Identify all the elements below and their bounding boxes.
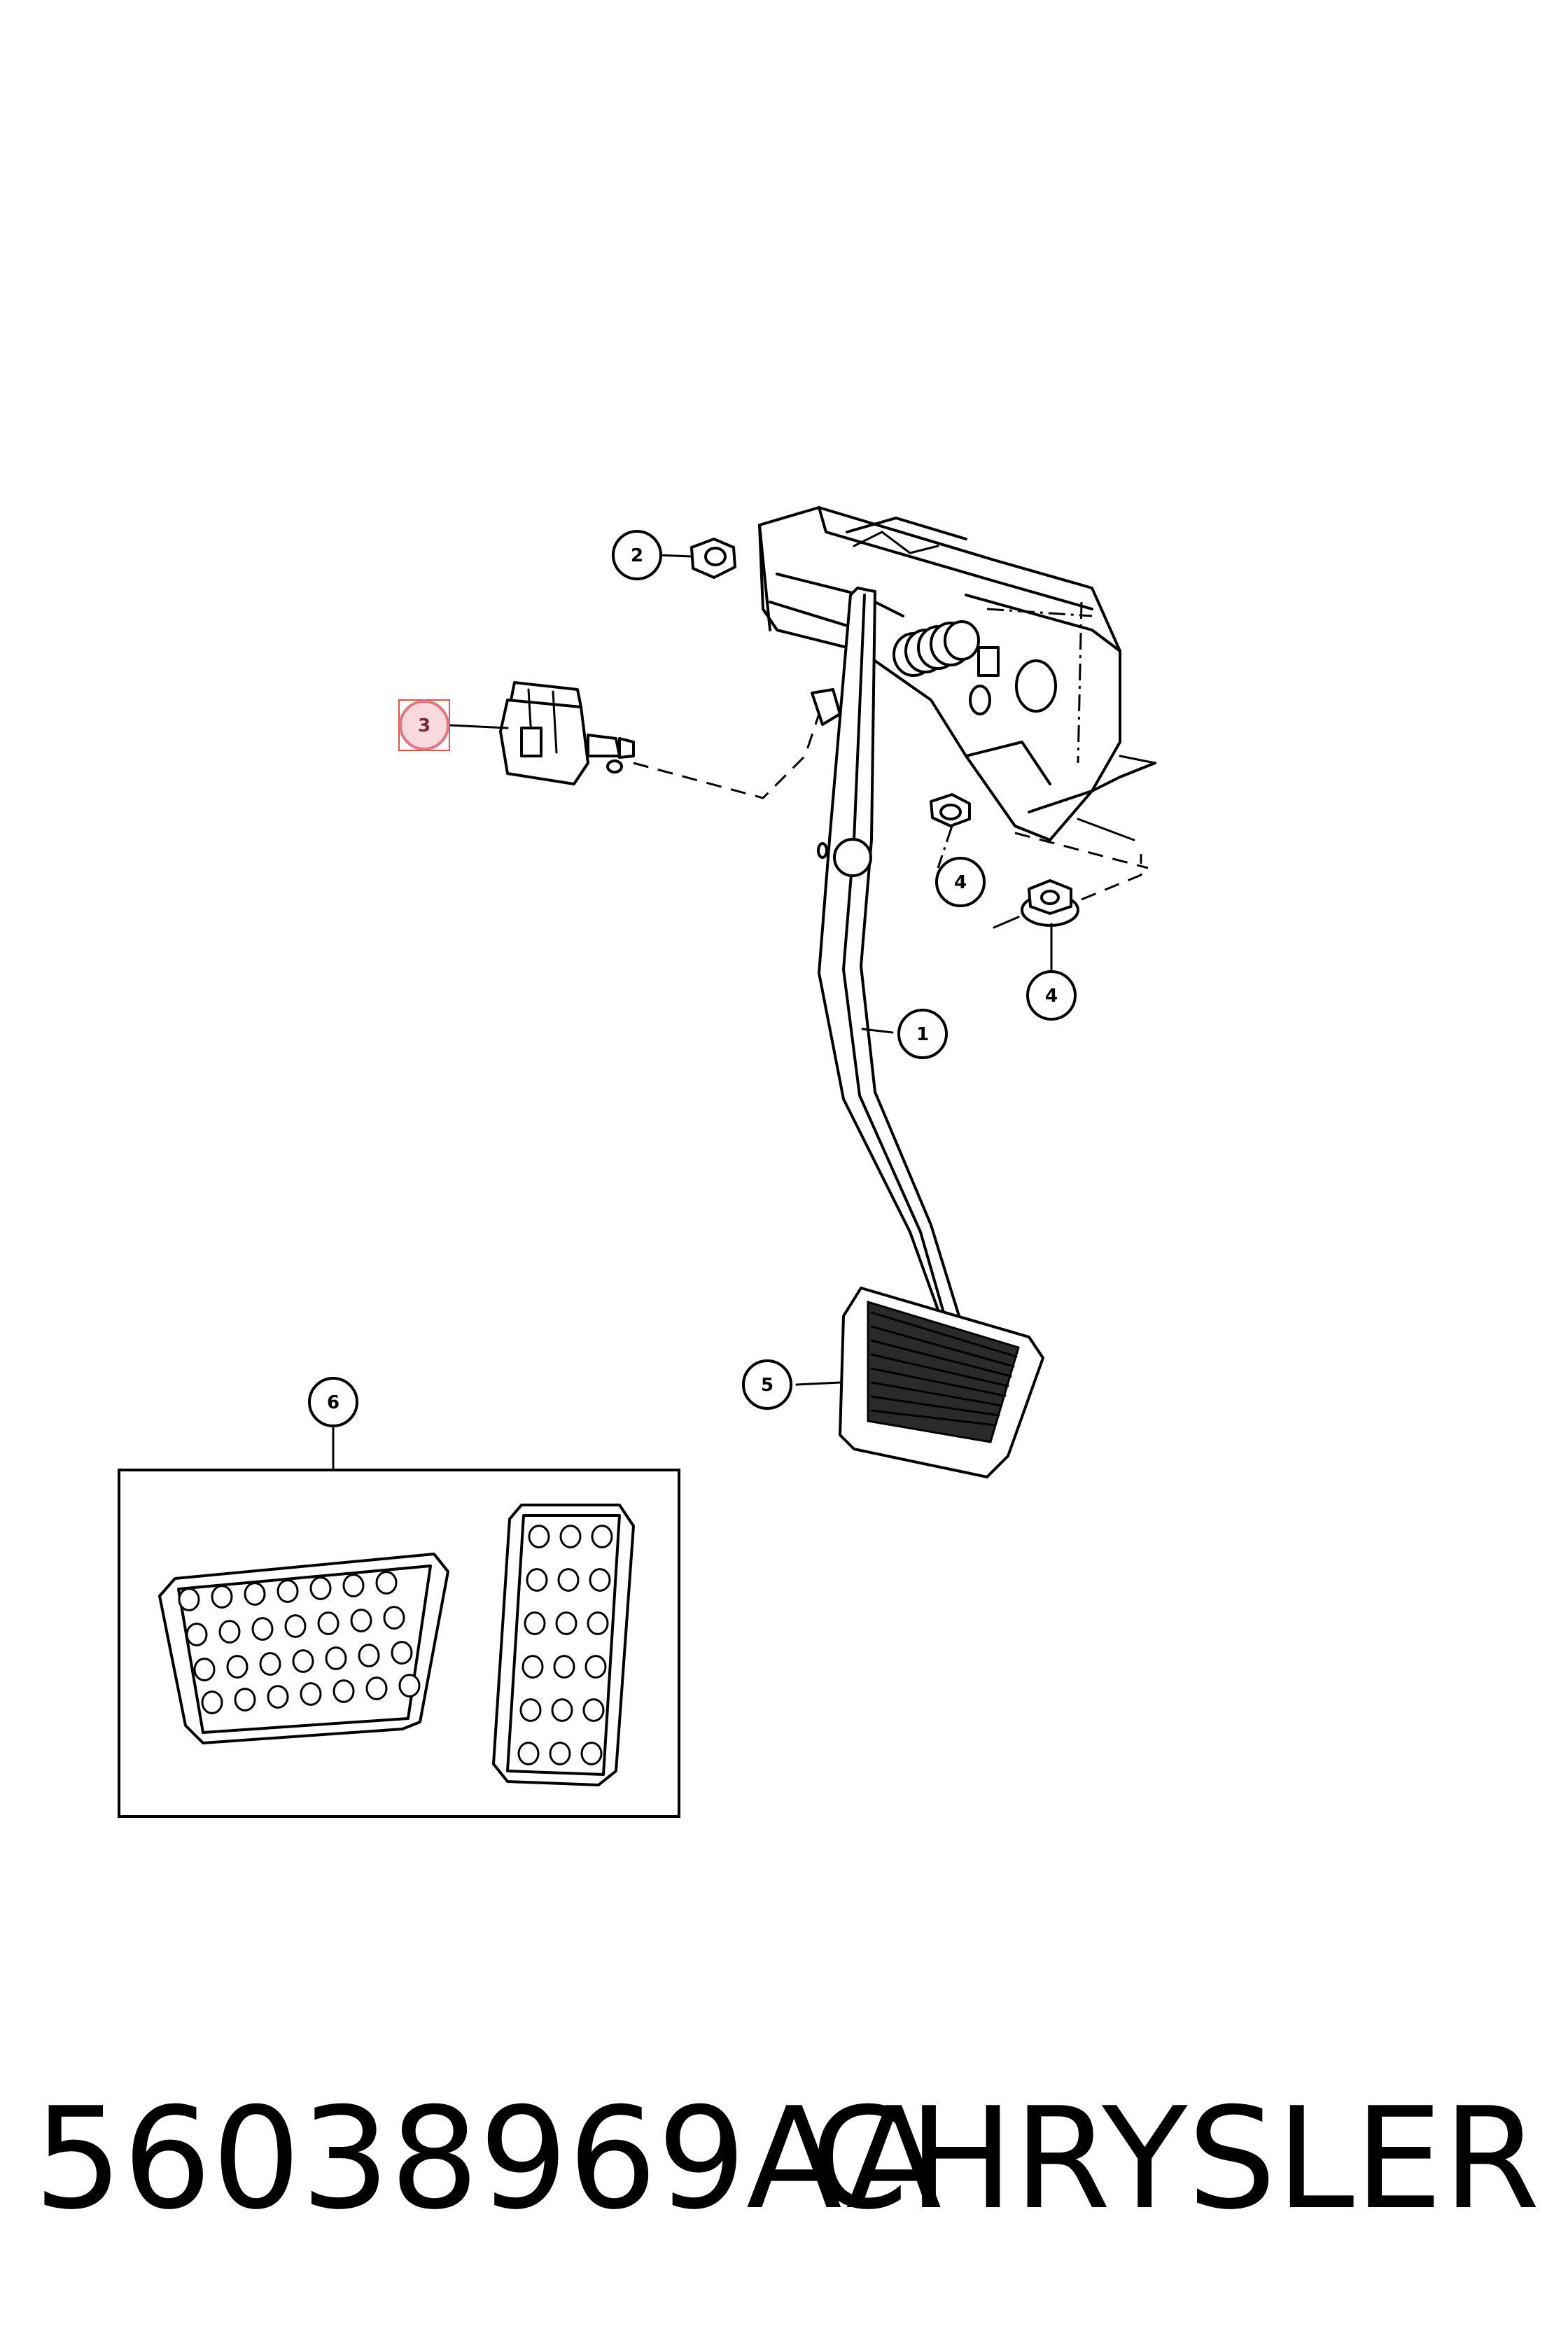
pad-dot <box>519 1698 542 1722</box>
brake-pad-cover <box>158 1553 449 1744</box>
pad-dot <box>365 1676 388 1700</box>
callout-3-highlighted[interactable]: 3 <box>398 699 450 751</box>
callout-2[interactable]: 2 <box>612 530 662 580</box>
pad-dot <box>317 1611 340 1635</box>
bracket-to-nut-guide <box>1014 832 1149 869</box>
pad-dot <box>218 1620 241 1644</box>
pad-dot <box>398 1674 421 1698</box>
pad-dot <box>517 1742 540 1765</box>
pad-dot <box>325 1646 347 1670</box>
pad-dot <box>591 1525 613 1548</box>
callout-3-label: 3 <box>418 715 430 736</box>
pad-dot <box>559 1525 582 1548</box>
pad-dot <box>309 1576 332 1600</box>
callout-5-label: 5 <box>761 1375 774 1396</box>
callout-1-label: 1 <box>916 1024 929 1045</box>
flange-nut-upper <box>930 793 971 869</box>
pad-dot <box>557 1568 580 1592</box>
pad-dot <box>528 1525 550 1548</box>
pad-dot <box>178 1588 200 1611</box>
pad-dot <box>553 1655 575 1679</box>
pad-dot <box>524 1611 546 1635</box>
pad-dot <box>582 1698 605 1722</box>
pad-dot <box>342 1574 365 1597</box>
brake-pad-cover-dots <box>178 1571 421 1714</box>
pad-dot <box>584 1655 607 1679</box>
pad-dot <box>193 1658 216 1681</box>
accelerator-pad-cover <box>492 1504 635 1786</box>
pad-dot <box>350 1609 372 1632</box>
pad-dot <box>244 1582 266 1606</box>
callout-4-lower-label: 4 <box>1045 986 1058 1007</box>
callout-4-lower[interactable]: 4 <box>1026 970 1077 1021</box>
pad-dot <box>589 1568 611 1592</box>
flange-nut-lower <box>993 854 1142 929</box>
pad-dot <box>580 1742 603 1765</box>
pad-dot <box>383 1606 405 1630</box>
part-number-caption: 56038969AA <box>34 2078 942 2241</box>
pad-dot <box>358 1644 380 1667</box>
pad-dot <box>332 1679 355 1703</box>
pad-dot <box>375 1571 398 1595</box>
brand-caption: CHRYSLER <box>810 2078 1540 2241</box>
callout-5[interactable]: 5 <box>742 1359 792 1410</box>
pad-dot <box>555 1611 578 1635</box>
pad-dot <box>551 1698 573 1722</box>
pad-dot <box>259 1652 281 1676</box>
pad-dot <box>526 1568 548 1592</box>
pad-dot <box>292 1649 314 1673</box>
callout-6-label: 6 <box>327 1392 340 1413</box>
brake-lamp-switch <box>499 681 841 799</box>
pad-dot <box>211 1585 233 1609</box>
nut-part-2 <box>690 538 736 579</box>
pedal-pad-ribs <box>870 1311 1018 1427</box>
return-spring <box>892 620 980 677</box>
pad-dot <box>587 1611 609 1635</box>
pad-dot <box>234 1688 256 1712</box>
pad-dot <box>391 1641 413 1665</box>
callout-2-label: 2 <box>631 545 643 566</box>
accelerator-pad-cover-dots <box>517 1525 613 1765</box>
pad-dot <box>226 1655 248 1679</box>
pad-dot <box>549 1742 571 1765</box>
callout-4-upper[interactable]: 4 <box>935 857 986 907</box>
brake-pedal-pad <box>839 1287 1044 1478</box>
pad-dot <box>267 1685 289 1709</box>
callout-4-upper-label: 4 <box>954 872 967 893</box>
callout-1[interactable]: 1 <box>897 1009 948 1059</box>
pad-dot <box>284 1614 307 1638</box>
pad-dot <box>300 1682 322 1706</box>
pedal-mounting-bracket <box>758 506 1156 841</box>
pad-dot <box>276 1579 299 1603</box>
pad-dot <box>251 1617 274 1641</box>
callout-6[interactable]: 6 <box>308 1377 358 1427</box>
pad-dot <box>186 1623 208 1646</box>
accessory-pedal-pads-inset <box>118 1469 680 1818</box>
pad-dot <box>522 1655 544 1679</box>
pad-dot <box>201 1690 223 1714</box>
